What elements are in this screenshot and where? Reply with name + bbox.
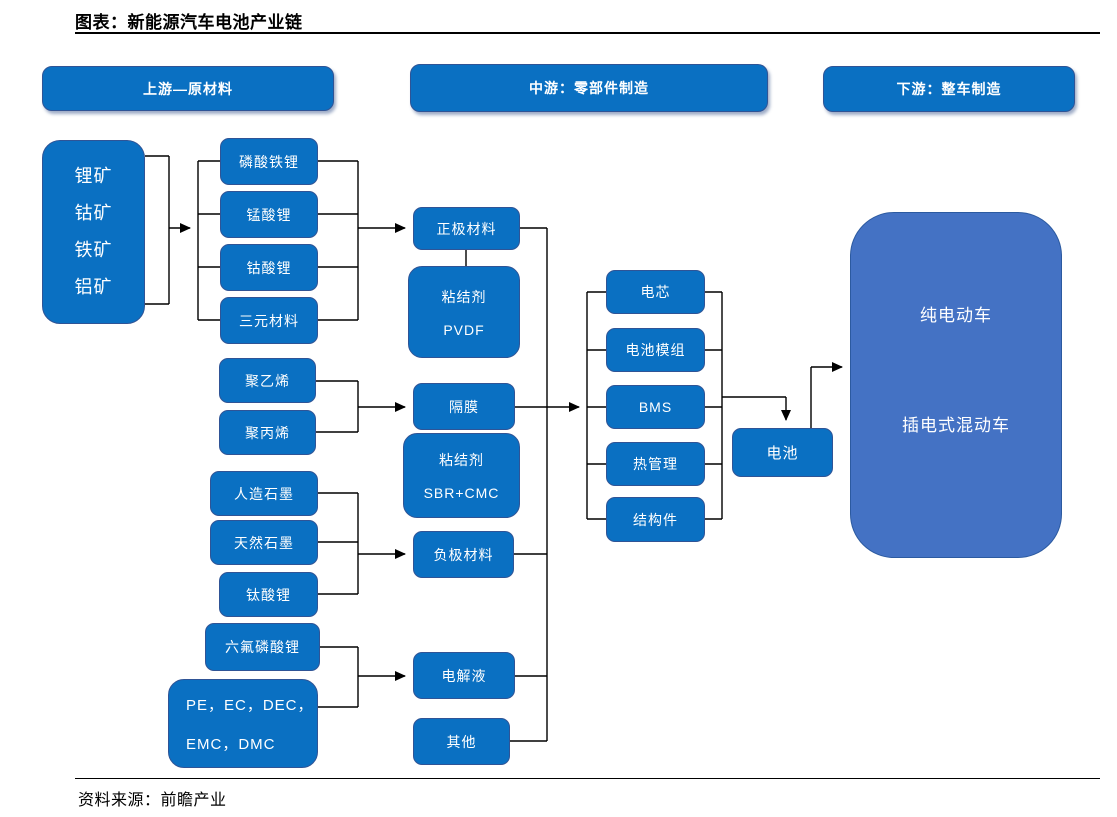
anode-group-connector	[318, 492, 547, 595]
node-bms: BMS	[606, 385, 705, 429]
node-electrolyte: 电解液	[413, 652, 515, 699]
node-polypropylene: 聚丙烯	[219, 410, 316, 455]
title-underline	[75, 32, 1100, 34]
page-title: 图表：新能源汽车电池产业链	[75, 13, 303, 32]
source-note: 资料来源：前瞻产业	[78, 792, 227, 809]
ore-iron: 铁矿	[74, 240, 113, 260]
node-ternary-material: 三元材料	[220, 297, 318, 344]
header-downstream: 下游：整车制造	[823, 66, 1075, 112]
node-cathode-material: 正极材料	[413, 207, 520, 250]
collector-line	[520, 227, 548, 741]
node-lmo: 锰酸锂	[220, 191, 318, 238]
node-lithium-titanate: 钛酸锂	[219, 572, 318, 617]
components-to-battery-connector	[722, 396, 791, 421]
node-vehicles: 纯电动车 插电式混动车	[850, 212, 1062, 558]
separator-binder-line-2: SBR+CMC	[423, 485, 500, 501]
ore-aluminum: 铝矿	[74, 277, 113, 297]
header-midstream: 中游：零部件制造	[410, 64, 768, 112]
vehicle-bev: 纯电动车	[920, 306, 992, 325]
ores-to-cathode-group-connector	[145, 155, 220, 321]
components-right-bracket	[705, 291, 723, 520]
node-thermal-management: 热管理	[606, 442, 705, 486]
node-solvents: PE，EC，DEC， EMC，DMC	[168, 679, 318, 768]
node-lipf6: 六氟磷酸锂	[205, 623, 320, 671]
node-other: 其他	[413, 718, 510, 765]
node-lco: 钴酸锂	[220, 244, 318, 291]
cathode-group-to-cathode-connector	[318, 160, 406, 321]
electrolyte-group-connector	[318, 646, 547, 742]
solvents-line-1: PE，EC，DEC，	[186, 696, 314, 714]
header-upstream: 上游—原材料	[42, 66, 334, 111]
ore-lithium: 锂矿	[74, 166, 113, 186]
separator-binder-line-1: 粘结剂	[439, 452, 484, 468]
battery-to-vehicle-connector	[810, 362, 843, 428]
footer-rule	[75, 778, 1100, 779]
node-battery: 电池	[732, 428, 833, 477]
node-lfp: 磷酸铁锂	[220, 138, 318, 185]
vehicle-phev: 插电式混动车	[902, 416, 1010, 435]
cathode-binder-line-2: PVDF	[443, 321, 485, 338]
node-separator: 隔膜	[413, 383, 515, 430]
cathode-binder-line-1: 粘结剂	[441, 288, 487, 305]
node-artificial-graphite: 人造石墨	[210, 471, 318, 516]
components-left-bracket	[586, 291, 606, 520]
node-separator-binder: 粘结剂 SBR+CMC	[403, 433, 520, 518]
node-cathode-binder: 粘结剂 PVDF	[408, 266, 520, 358]
node-battery-module: 电池模组	[606, 328, 705, 372]
node-anode-material: 负极材料	[413, 531, 514, 578]
node-cell: 电芯	[606, 270, 705, 314]
solvents-line-2: EMC，DMC	[186, 735, 276, 753]
node-polyethylene: 聚乙烯	[219, 358, 316, 403]
ore-cobalt: 钴矿	[74, 203, 113, 223]
separator-group-connector	[316, 380, 406, 433]
node-ores: 锂矿 钴矿 铁矿 铝矿	[42, 140, 145, 324]
node-structural-parts: 结构件	[606, 497, 705, 542]
node-natural-graphite: 天然石墨	[210, 520, 318, 565]
